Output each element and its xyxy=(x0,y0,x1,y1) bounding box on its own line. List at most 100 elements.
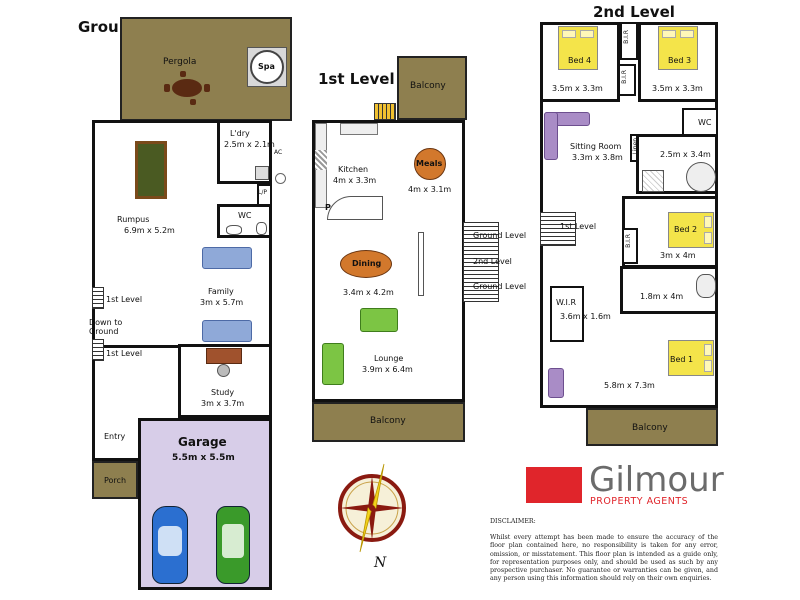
logo-tagline: PROPERTY AGENTS xyxy=(590,496,689,507)
stair-ground-label: Ground Level xyxy=(473,231,527,240)
pergola-label: Pergola xyxy=(163,57,197,67)
bed2-size: 3m x 4m xyxy=(660,251,696,260)
car-blue-windows xyxy=(158,526,182,556)
meals-label: Meals xyxy=(416,159,443,168)
lounge-size: 3.9m x 6.4m xyxy=(362,365,413,374)
bed4-label: Bed 4 xyxy=(568,56,592,65)
compass-north-label: N xyxy=(374,555,387,571)
lounge-sofa xyxy=(360,308,398,332)
down-to-ground-label: Down to Ground xyxy=(89,318,123,336)
outdoor-chair xyxy=(204,84,210,92)
dining-size: 3.4m x 4.2m xyxy=(343,288,394,297)
stair-ground-label-2: Ground Level xyxy=(473,282,527,291)
second-stairs xyxy=(540,212,576,246)
rumpus-size: 6.9m x 5.2m xyxy=(124,226,175,235)
ensuite-size: 1.8m x 4m xyxy=(640,292,684,301)
bir3-label: B.I.R xyxy=(625,234,632,248)
entry-wall-bottom xyxy=(92,458,138,461)
bed3-pillow xyxy=(680,30,694,38)
wc-basin xyxy=(226,225,242,235)
bed3-pillow xyxy=(662,30,676,38)
bed3-label: Bed 3 xyxy=(668,56,692,65)
laundry-size: 2.5m x 2.1m xyxy=(224,140,275,149)
pool-table xyxy=(135,141,167,199)
bed1-label: Bed 1 xyxy=(670,355,694,364)
family-sofa-top xyxy=(202,247,252,269)
study-label: Study xyxy=(211,388,235,397)
kitchen-size: 4m x 3.3m xyxy=(333,176,377,185)
second-balcony-label: Balcony xyxy=(632,423,668,433)
wc-toilet xyxy=(256,222,267,235)
first-balcony-top-label: Balcony xyxy=(410,81,446,91)
outdoor-chair xyxy=(190,99,196,105)
lounge-label: Lounge xyxy=(374,354,404,363)
dining-table xyxy=(340,250,392,278)
second-wc-label: WC xyxy=(698,118,712,127)
bed1-armchair xyxy=(548,368,564,398)
logo-wordmark: Gilmour xyxy=(589,460,724,500)
sitting-label: Sitting Room xyxy=(570,142,622,151)
ground-stairs-lower xyxy=(92,339,104,361)
ground-wc-label: WC xyxy=(238,211,252,220)
porch-label: Porch xyxy=(104,476,127,485)
laundry-room xyxy=(217,120,272,184)
lp-label: L/P xyxy=(258,189,267,196)
first-balcony-steps xyxy=(374,103,396,120)
bir-closet-3 xyxy=(622,228,638,264)
stair-first-label: 1st Level xyxy=(106,295,143,304)
bir-closet-1 xyxy=(620,22,638,60)
disclaimer-body: Whilst every attempt has been made to en… xyxy=(490,534,718,583)
car-green-windows xyxy=(222,524,244,558)
bed4-size: 3.5m x 3.3m xyxy=(552,84,603,93)
study-size: 3m x 3.7m xyxy=(201,399,245,408)
first-stairs xyxy=(463,222,499,302)
kitchen-counter-top xyxy=(340,123,378,135)
first-balcony-top xyxy=(397,56,467,120)
shower xyxy=(642,170,664,192)
family-sofa-bottom xyxy=(202,320,252,342)
laundry-sink xyxy=(255,166,269,180)
first-divider xyxy=(418,232,424,296)
ac-label: AC xyxy=(274,149,283,156)
stair-first-label-2: 1st Level xyxy=(106,349,143,358)
dining-label: Dining xyxy=(352,259,382,268)
logo-red-square xyxy=(526,467,582,503)
bathtub xyxy=(686,162,716,192)
entry-label: Entry xyxy=(104,432,126,441)
bed4-pillow xyxy=(562,30,576,38)
kitchen-label: Kitchen xyxy=(338,165,369,174)
sitting-size: 3.3m x 3.8m xyxy=(572,153,623,162)
stair-second-label: 2nd Level xyxy=(473,257,512,266)
garage-label: Garage xyxy=(178,435,227,449)
entry-wall xyxy=(92,360,95,460)
bed3-size: 3.5m x 3.3m xyxy=(652,84,703,93)
disclaimer-heading: DISCLAIMER: xyxy=(490,518,536,525)
lounge-armchair xyxy=(322,343,344,385)
meals-size: 4m x 3.1m xyxy=(408,185,452,194)
first-balcony-bottom-label: Balcony xyxy=(370,416,406,426)
bed2-label: Bed 2 xyxy=(674,225,698,234)
sitting-sofa-side xyxy=(544,112,558,160)
wir-label: W.I.R xyxy=(556,298,576,307)
bir2-label: B.I.R xyxy=(621,70,628,84)
second-level-title: 2nd Level xyxy=(593,3,675,21)
wir xyxy=(550,286,584,342)
bed2-pillow xyxy=(704,216,712,228)
study-chair xyxy=(217,364,230,377)
hot-water-unit xyxy=(275,173,286,184)
garage-size: 5.5m x 5.5m xyxy=(172,453,235,463)
bed1-size: 5.8m x 7.3m xyxy=(604,381,655,390)
first-level-title: 1st Level xyxy=(318,70,395,88)
outdoor-table xyxy=(172,79,202,97)
laundry-label: L'dry xyxy=(230,129,250,138)
study-desk xyxy=(206,348,242,364)
bed2-pillow xyxy=(704,232,712,244)
kitchen-cooktop xyxy=(315,150,327,170)
outdoor-chair xyxy=(164,84,170,92)
bir-closet-2 xyxy=(618,64,636,96)
bed1-pillow xyxy=(704,360,712,372)
family-size: 3m x 5.7m xyxy=(200,298,244,307)
second-balcony xyxy=(586,408,718,446)
stair-first-label-2nd: 1st Level xyxy=(560,222,597,231)
first-balcony-bottom xyxy=(312,402,465,442)
